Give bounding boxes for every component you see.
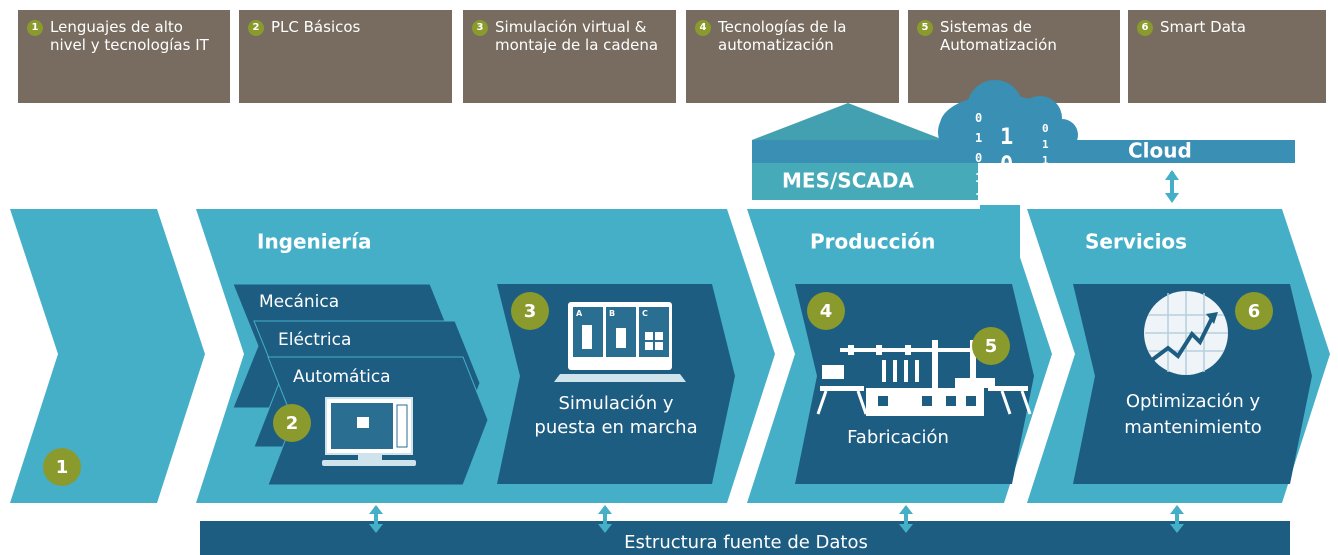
binary-digit: 0 [975,111,982,125]
legend-item-4: 4 Tecnologías de la automatización [686,10,899,103]
badge-4-text: 4 [820,301,833,322]
legend-label: Tecnologías de la automatización [718,18,847,54]
card-optimizacion-line2: mantenimiento [1124,417,1262,438]
badge-1-text: 1 [56,457,69,478]
binary-digit: 1 [975,171,982,185]
binary-digit: 0 [1000,179,1013,204]
badge-5 [972,327,1010,365]
arrow-updown-icon [369,505,383,533]
data-structure: Estructura fuente de Datos [200,505,1290,555]
card-optimizacion [1073,284,1312,484]
card-fabricacion-label: Fabricación [847,427,949,448]
mes-scada-label: MES/SCADA [782,169,914,193]
legend-number: 6 [1137,20,1153,36]
badge-3-text: 3 [524,301,537,322]
simulation-card: A B C Simulación y puesta en marcha [497,284,735,484]
mes-roof [752,103,944,140]
legend-number: 3 [472,20,488,36]
legend-item-2: 2 PLC Básicos [239,10,452,103]
legend-item-3: 3 Simulación virtual & montaje de la cad… [463,10,676,103]
legend-number: 2 [248,20,264,36]
legend-label: Smart Data [1160,18,1246,36]
badge-1 [43,448,81,486]
number-badges: 1 2 3 4 5 6 [43,292,1273,486]
laptop-tab-c: C [642,309,648,318]
data-structure-bar [200,521,1290,555]
legend-number: 5 [917,20,933,36]
card-simulacion-line2: puesta en marcha [534,417,697,438]
binary-digit: 1 [1042,154,1049,167]
arrow-updown-icon [1170,505,1184,533]
optimization-card: Optimización y mantenimiento [1073,284,1312,484]
phase-title-servicios: Servicios [1085,230,1187,254]
cloud-label: Cloud [1128,139,1192,163]
laptop-icon: A B C [554,302,686,382]
laptop-panel-c [639,307,669,357]
badge-5-text: 5 [985,336,998,357]
card-optimizacion-line1: Optimización y [1126,391,1261,412]
badge-6-text: 6 [1248,301,1261,322]
chart-icon [1144,291,1228,375]
card-fabricacion [795,284,1034,484]
mes-scada-band [752,163,978,200]
binary-digit: 0 [1000,153,1013,178]
arrow-updown-icon [899,505,913,533]
binary-digit: 1 [975,131,982,145]
badge-2 [273,404,311,442]
binary-digit: 1 [1000,125,1013,150]
laptop-tab-a: A [576,309,583,318]
manufacturing-card: Fabricación [795,284,1034,484]
badge-3 [511,292,549,330]
data-structure-label: Estructura fuente de Datos [624,532,868,553]
badge-2-text: 2 [286,413,299,434]
cloud-icon [938,80,1078,156]
legend-label: Simulación virtual & montaje de la caden… [495,18,659,54]
laptop-tab-b: B [609,309,615,318]
phase-title-ingenieria: Ingeniería [257,230,371,254]
badge-4 [807,292,845,330]
card-simulacion-line1: Simulación y [558,393,673,414]
card-electrica-label: Eléctrica [278,330,351,350]
binary-digit: 0 [975,151,982,165]
chevron-1 [10,209,205,503]
arrow-updown-icon [598,505,612,533]
legend-item-1: 1 Lenguajes de alto nivel y tecnologías … [18,10,230,103]
machine-icon [816,340,1032,416]
binary-digit: 1 [975,191,982,205]
binary-digit: 0 [1042,122,1049,135]
legend-label: PLC Básicos [271,18,361,36]
legend-number: 4 [695,20,711,36]
arrow-updown-icon [1165,170,1179,203]
badge-6 [1235,292,1273,330]
legend-label: Sistemas de Automatización [940,18,1057,54]
engineering-cards: Mecánica Eléctrica Automática [232,283,489,486]
monitor-icon [322,397,416,466]
legend-label: Lenguajes de alto nivel y tecnologías IT [50,18,209,54]
card-simulacion [497,284,735,484]
card-automatica-label: Automática [293,367,391,387]
legend-item-6: 6 Smart Data [1128,10,1326,103]
phase-title-produccion: Producción [810,230,935,254]
card-mecanica-label: Mecánica [259,292,339,312]
binary-digit: 1 [1042,138,1049,151]
legend-number: 1 [27,20,43,36]
